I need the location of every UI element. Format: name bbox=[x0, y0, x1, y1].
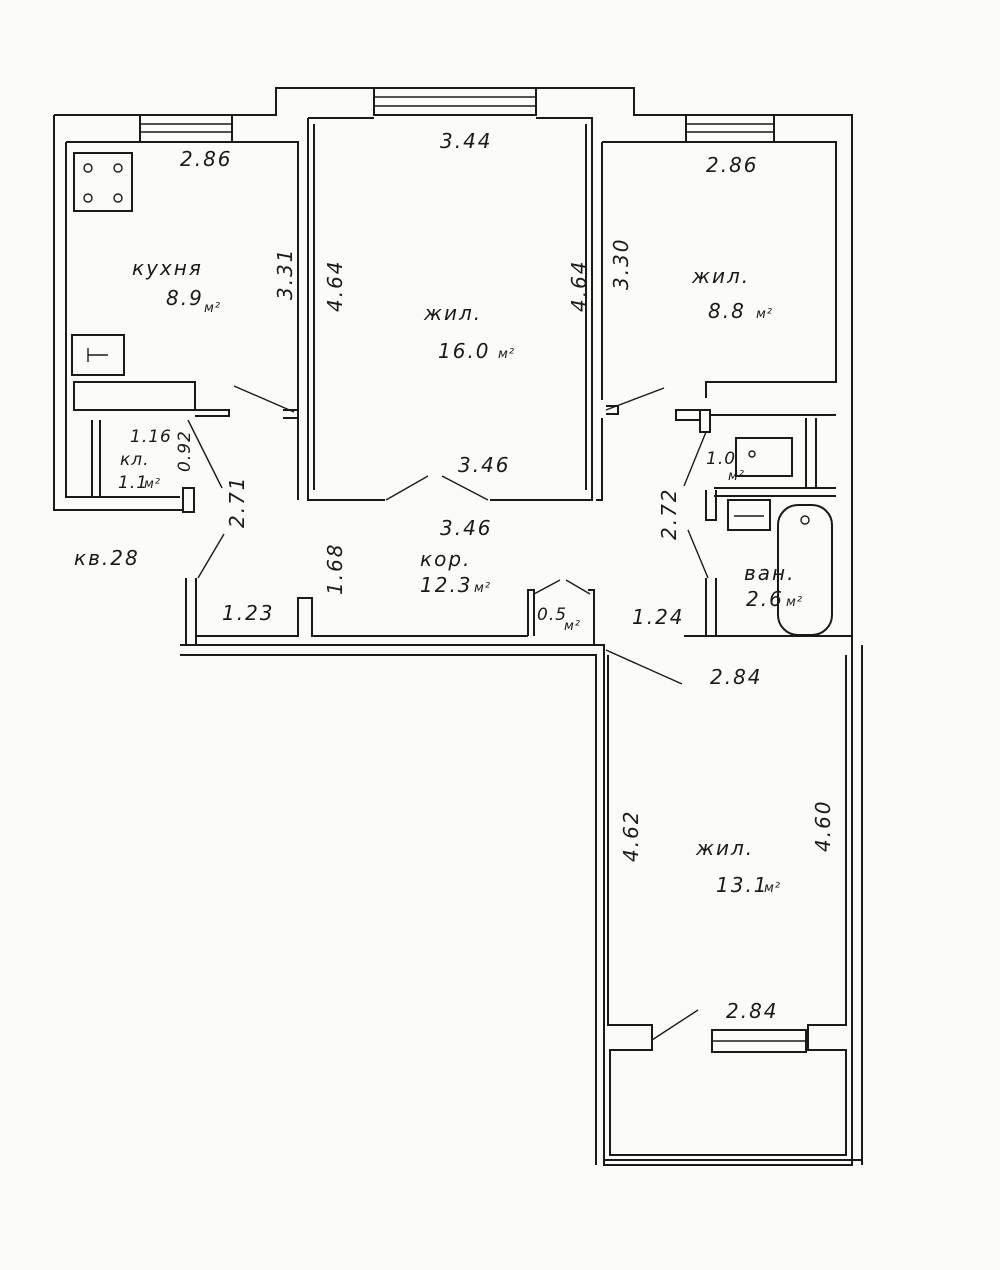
living-center-unit: м² bbox=[498, 347, 515, 362]
living-bottom-width-top: 2.84 bbox=[710, 665, 763, 689]
corridor-name: кор. bbox=[420, 547, 471, 571]
living-center-depth-right: 4.64 bbox=[567, 259, 591, 312]
pantry-name: кл. bbox=[120, 450, 150, 470]
walls bbox=[53, 87, 863, 1166]
window-living-right bbox=[685, 114, 775, 143]
sink-icon bbox=[71, 334, 125, 376]
kitchen-unit: м² bbox=[204, 301, 221, 316]
kitchen-width: 2.86 bbox=[180, 147, 233, 171]
outer-wall bbox=[54, 87, 853, 645]
closet-area: 0.5 bbox=[537, 605, 567, 625]
corridor-depth: 1.68 bbox=[323, 542, 347, 595]
living-bottom-area: 13.1 bbox=[716, 873, 769, 897]
bathtub-icon bbox=[777, 504, 833, 636]
kitchen-name: кухня bbox=[132, 256, 203, 280]
bathroom-name: ван. bbox=[744, 561, 795, 585]
living-bottom-unit: м² bbox=[764, 881, 781, 896]
corridor-left-width: 1.23 bbox=[222, 601, 275, 625]
pantry-unit: м² bbox=[144, 477, 161, 492]
labels: кухня 8.9 м² 2.86 3.31 3.44 4.64 4.64 жи… bbox=[74, 129, 835, 1023]
fixtures bbox=[71, 152, 833, 636]
toilet-area: 1.0 bbox=[706, 449, 736, 469]
living-center-width-top: 3.44 bbox=[440, 129, 493, 153]
living-right-area: 8.8 bbox=[708, 299, 746, 323]
living-center-area: 16.0 bbox=[438, 339, 491, 363]
living-right-depth: 3.30 bbox=[609, 237, 633, 290]
doors bbox=[187, 385, 709, 1041]
pantry-area: 1.1 bbox=[118, 473, 148, 493]
bathroom-unit: м² bbox=[786, 595, 803, 610]
stove-icon bbox=[73, 152, 133, 212]
window-kitchen bbox=[139, 114, 233, 143]
living-center-name: жил. bbox=[423, 301, 482, 325]
living-center-width-bottom: 3.46 bbox=[458, 453, 511, 477]
washbasin-icon bbox=[735, 437, 793, 477]
corridor-area: 12.3 bbox=[420, 573, 473, 597]
corridor-left-height: 2.71 bbox=[225, 475, 249, 528]
corridor-right-width: 1.24 bbox=[632, 605, 685, 629]
kitchen-depth: 3.31 bbox=[273, 247, 297, 300]
living-bottom-name: жил. bbox=[695, 836, 754, 860]
living-bottom-depth-right: 4.60 bbox=[811, 799, 835, 852]
pantry-depth: 0.92 bbox=[175, 430, 195, 472]
living-bottom-width-bottom: 2.84 bbox=[726, 999, 779, 1023]
corridor-width: 3.46 bbox=[440, 516, 493, 540]
living-right-unit: м² bbox=[756, 307, 773, 322]
bathroom-area: 2.6 bbox=[746, 587, 784, 611]
apartment-number: кв.28 bbox=[74, 546, 140, 570]
living-bottom-depth-left: 4.62 bbox=[619, 809, 643, 862]
corridor-unit: м² bbox=[474, 581, 491, 596]
toilet-unit: м² bbox=[728, 469, 745, 484]
living-right-width: 2.86 bbox=[706, 153, 759, 177]
living-right-name: жил. bbox=[691, 264, 750, 288]
corridor-right-height: 2.72 bbox=[657, 487, 681, 540]
pantry-width: 1.16 bbox=[130, 427, 172, 447]
toilet-icon bbox=[727, 499, 771, 531]
kitchen-area: 8.9 bbox=[166, 286, 204, 310]
living-center-depth-left: 4.64 bbox=[323, 259, 347, 312]
closet-unit: м² bbox=[564, 619, 581, 634]
window-living-center bbox=[373, 87, 537, 116]
